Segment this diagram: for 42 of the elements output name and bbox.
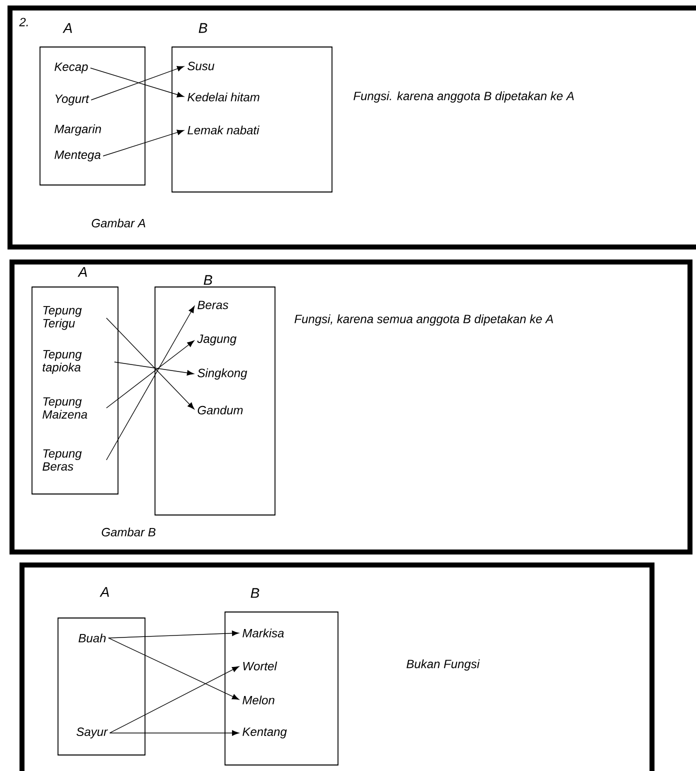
note-text: Fungsi. karena anggota B dipetakan ke A — [354, 91, 574, 103]
item-text: Melon — [242, 696, 274, 704]
item-text: Margarin — [54, 124, 101, 136]
arrow — [109, 730, 239, 736]
node-label: A — [100, 587, 109, 597]
item-text: Yogurt — [55, 94, 90, 106]
item-text: Markisa — [242, 628, 284, 638]
node-label: B — [198, 23, 208, 33]
item-text: Gandum — [198, 406, 243, 414]
item-text: Susu — [188, 62, 214, 70]
label-number: 2. — [19, 18, 28, 26]
item-text: Tepung Terigu — [43, 306, 82, 330]
item-text: Kentang — [242, 728, 287, 738]
item-text: Wortel — [243, 662, 278, 670]
item-text: Tepung Beras — [42, 449, 82, 471]
node-label: A — [78, 267, 87, 277]
item-text: Tepung Maizena — [42, 397, 88, 419]
node-label: A — [62, 23, 72, 33]
item-text: Singkong — [198, 368, 248, 380]
item-text: Buah — [78, 634, 106, 642]
figure-caption: Gambar A — [92, 218, 146, 228]
item-text: Jagung — [197, 334, 236, 346]
item-text: Kecap — [54, 62, 88, 74]
item-text: Mentega — [54, 150, 100, 162]
item-text: Sayur — [76, 728, 108, 738]
arrow — [114, 362, 194, 376]
arrow — [109, 666, 240, 734]
arrow — [106, 306, 195, 460]
item-text: Beras — [198, 300, 228, 310]
node-label: B — [204, 275, 212, 285]
arrow — [108, 638, 240, 700]
item-text: Lemak nabati — [188, 126, 260, 134]
note-text: Fungsi, karena semua anggota B dipetakan ke A — [294, 314, 553, 326]
node-label: B — [250, 588, 260, 598]
note-text: Bukan Fungsi — [406, 659, 480, 671]
arrow — [102, 130, 184, 156]
item-text: Kedelai hitam — [188, 92, 260, 102]
arrow — [108, 630, 239, 638]
arrow — [106, 340, 194, 408]
item-text: Tepung tapioka — [42, 350, 82, 374]
figure-caption: Gambar B — [102, 528, 156, 536]
arrow — [106, 318, 194, 410]
